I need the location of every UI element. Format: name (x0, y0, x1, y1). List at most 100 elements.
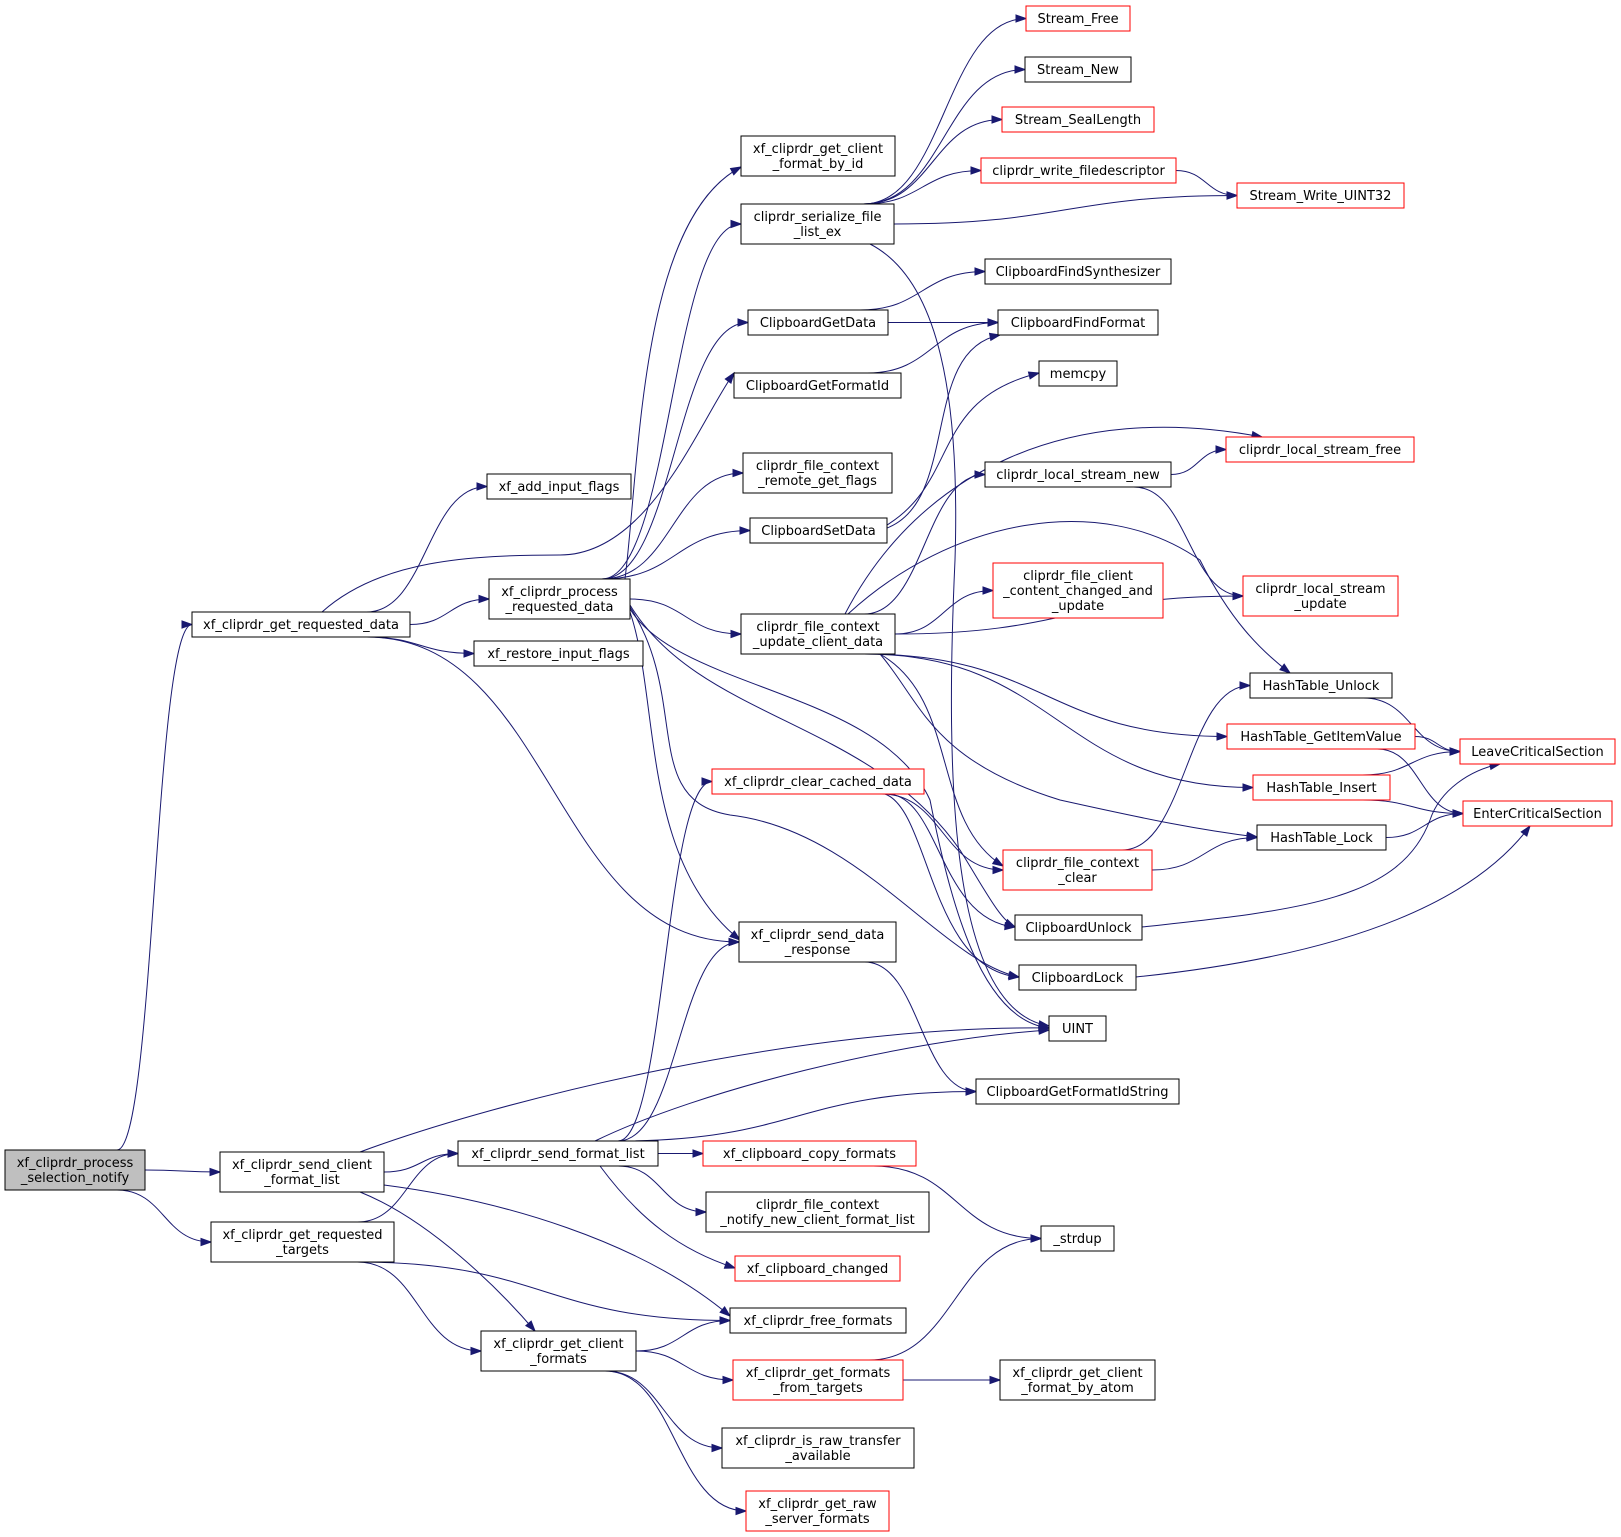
edge-serialize_file_list_ex-to-Stream_Free (863, 14, 1028, 205)
node-label: _response (784, 943, 851, 958)
node-box (480, 1330, 637, 1372)
edge-process_requested_data-to-ClipboardSetData (601, 526, 752, 580)
node-ClipboardLock[interactable]: ClipboardLock (1018, 964, 1137, 991)
node-Stream_SealLength[interactable]: Stream_SealLength (1001, 106, 1155, 133)
edge-line (886, 372, 1040, 526)
node-label: Stream_SealLength (1015, 113, 1141, 128)
edge-arrowhead (695, 1207, 708, 1217)
edge-send_client_format_list-to-UINT (359, 1023, 1051, 1153)
node-file_context_notify_new[interactable]: cliprdr_file_context_notify_new_client_f… (705, 1191, 930, 1233)
node-is_raw_transfer_available[interactable]: xf_cliprdr_is_raw_transfer_available (721, 1427, 915, 1469)
node-label: xf_cliprdr_send_format_list (471, 1147, 644, 1162)
node-ClipboardFindSynthesizer[interactable]: ClipboardFindSynthesizer (984, 258, 1172, 285)
node-HashTable_GetItemValue[interactable]: HashTable_GetItemValue (1226, 723, 1416, 750)
node-ClipboardGetFormatId[interactable]: ClipboardGetFormatId (733, 372, 902, 399)
edge-line (864, 474, 986, 615)
node-process_requested_data[interactable]: xf_cliprdr_process_requested_data (488, 578, 631, 620)
node-strdup[interactable]: _strdup (1040, 1225, 1115, 1252)
node-serialize_file_list_ex[interactable]: cliprdr_serialize_file_list_ex (740, 203, 895, 245)
node-label: xf_cliprdr_clear_cached_data (724, 775, 912, 790)
node-ClipboardGetFormatIdString[interactable]: ClipboardGetFormatIdString (975, 1078, 1180, 1105)
node-restore_input_flags[interactable]: xf_restore_input_flags (473, 640, 644, 667)
node-LeaveCriticalSection[interactable]: LeaveCriticalSection (1459, 738, 1616, 765)
node-get_formats_from_targets[interactable]: xf_cliprdr_get_formats_from_targets (732, 1359, 904, 1401)
node-memcpy[interactable]: memcpy (1038, 360, 1118, 387)
node-write_filedescriptor[interactable]: cliprdr_write_filedescriptor (980, 157, 1177, 184)
edge-arrowhead (1014, 65, 1027, 74)
edge-arrowhead (722, 1375, 735, 1385)
node-box (1024, 56, 1132, 83)
edge-line (383, 1184, 731, 1317)
node-label: _notify_new_client_format_list (719, 1213, 915, 1228)
edge-arrowhead (974, 470, 987, 479)
edge-ClipboardGetData-to-ClipboardFindSynthesizer (859, 267, 987, 311)
edge-arrowhead (701, 777, 714, 786)
node-HashTable_Insert[interactable]: HashTable_Insert (1252, 774, 1391, 801)
node-ClipboardUnlock[interactable]: ClipboardUnlock (1014, 914, 1143, 941)
node-box (740, 203, 895, 245)
node-label: ClipboardGetFormatIdString (987, 1085, 1169, 1100)
node-HashTable_Unlock[interactable]: HashTable_Unlock (1249, 672, 1393, 699)
node-ClipboardGetData[interactable]: ClipboardGetData (747, 309, 889, 336)
node-clipboard_copy_formats[interactable]: xf_clipboard_copy_formats (702, 1140, 917, 1167)
node-local_stream_update[interactable]: cliprdr_local_stream_update (1242, 575, 1399, 617)
node-box (999, 1359, 1156, 1401)
edge-write_filedescriptor-to-Stream_Write_UINT32 (1175, 170, 1239, 200)
node-ClipboardFindFormat[interactable]: ClipboardFindFormat (997, 309, 1159, 336)
node-box (4, 1149, 146, 1191)
edge-arrowhead (991, 115, 1004, 124)
node-get_client_format_by_id[interactable]: xf_cliprdr_get_client_format_by_id (740, 135, 896, 177)
edge-file_context_clear-to-HashTable_Unlock (1122, 681, 1252, 851)
node-ClipboardSetData[interactable]: ClipboardSetData (749, 517, 888, 544)
node-free_formats[interactable]: xf_cliprdr_free_formats (729, 1307, 907, 1334)
node-send_client_format_list[interactable]: xf_cliprdr_send_client_format_list (219, 1151, 385, 1193)
node-box (473, 640, 644, 667)
node-file_context_remote_get_flags[interactable]: cliprdr_file_context_remote_get_flags (742, 452, 893, 494)
edge-file_context_update_client_data-to-HashTable_GetItemValue (864, 653, 1229, 741)
node-label: _requested_data (505, 600, 614, 615)
node-UINT[interactable]: UINT (1048, 1015, 1107, 1042)
edge-line (1362, 751, 1461, 776)
node-local_stream_free[interactable]: cliprdr_local_stream_free (1225, 436, 1415, 463)
node-label: ClipboardFindFormat (1011, 316, 1146, 331)
node-send_data_response[interactable]: xf_cliprdr_send_data_response (738, 921, 897, 963)
edge-arrowhead (1279, 663, 1292, 674)
edge-line (1170, 449, 1227, 475)
node-root: xf_cliprdr_process_selection_notify (4, 1149, 146, 1191)
node-add_input_flags[interactable]: xf_add_input_flags (486, 473, 632, 500)
node-label: ClipboardUnlock (1025, 921, 1132, 936)
edge-ClipboardSetData-to-memcpy (886, 371, 1041, 526)
node-box (740, 135, 896, 177)
edge-clear_cached_data-to-ClipboardUnlock (889, 793, 1017, 931)
node-EnterCriticalSection[interactable]: EnterCriticalSection (1462, 800, 1613, 827)
node-get_raw_server_formats[interactable]: xf_cliprdr_get_raw_server_formats (745, 1490, 890, 1532)
node-box (733, 372, 902, 399)
edge-line (863, 18, 1027, 205)
node-label: _format_by_id (772, 157, 864, 172)
edge-clear_cached_data-to-ClipboardLock (884, 793, 1021, 981)
node-HashTable_Lock[interactable]: HashTable_Lock (1256, 824, 1387, 851)
edge-line (366, 636, 475, 654)
edge-line (1135, 825, 1531, 978)
node-file_context_clear[interactable]: cliprdr_file_context_clear (1002, 849, 1153, 891)
node-get_requested_targets[interactable]: xf_cliprdr_get_requested_targets (210, 1221, 395, 1263)
node-file_context_update_client_data[interactable]: cliprdr_file_context_update_client_data (740, 613, 896, 655)
node-box (732, 1359, 904, 1401)
node-clipboard_changed[interactable]: xf_clipboard_changed (734, 1255, 901, 1282)
node-local_stream_new[interactable]: cliprdr_local_stream_new (984, 461, 1172, 488)
edge-line (359, 1027, 1050, 1153)
node-label: cliprdr_serialize_file (754, 210, 882, 225)
edge-line (864, 653, 1228, 737)
node-label: Stream_Free (1037, 12, 1118, 27)
node-get_client_formats[interactable]: xf_cliprdr_get_client_formats (480, 1330, 637, 1372)
node-get_client_format_by_atom[interactable]: xf_cliprdr_get_client_format_by_atom (999, 1359, 1156, 1401)
node-clear_cached_data[interactable]: xf_cliprdr_clear_cached_data (711, 768, 925, 795)
node-send_format_list[interactable]: xf_cliprdr_send_format_list (457, 1140, 659, 1167)
node-file_client_content_changed[interactable]: cliprdr_file_client_content_changed_and_… (992, 562, 1164, 619)
node-Stream_Write_UINT32[interactable]: Stream_Write_UINT32 (1236, 182, 1405, 209)
edge-HashTable_Lock-to-EnterCriticalSection (1385, 809, 1465, 838)
node-get_requested_data[interactable]: xf_cliprdr_get_requested_data (191, 611, 411, 638)
node-Stream_Free[interactable]: Stream_Free (1025, 5, 1131, 32)
node-label: xf_cliprdr_get_client (753, 142, 883, 157)
node-Stream_New[interactable]: Stream_New (1024, 56, 1132, 83)
